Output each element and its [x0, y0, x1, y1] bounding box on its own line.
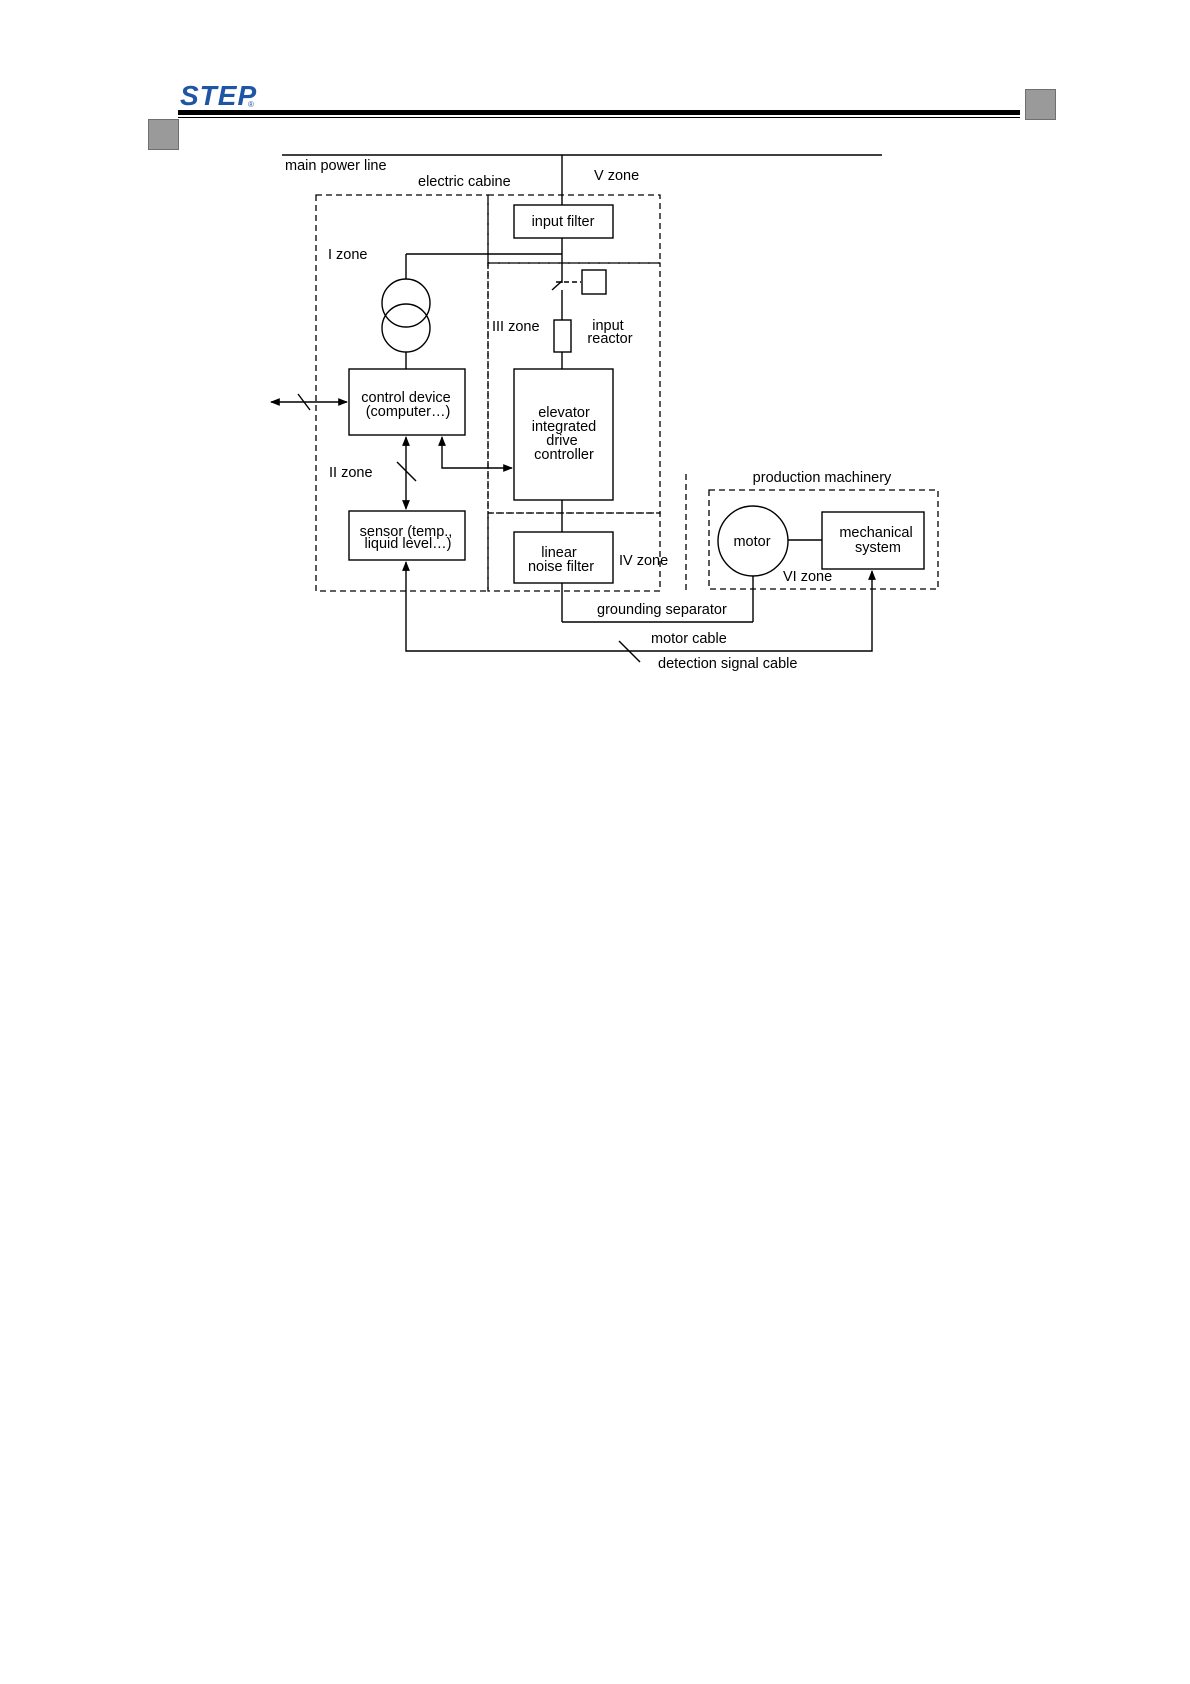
mechanical-system-box	[821, 511, 925, 570]
label-controller-1: elevator	[538, 405, 590, 421]
label-controller-4: controller	[534, 447, 594, 463]
label-mechanical-2: system	[855, 540, 901, 556]
label-zone-ii: II zone	[329, 465, 373, 481]
sensor-box	[348, 510, 466, 561]
label-grounding-separator: grounding separator	[597, 602, 727, 618]
label-controller-3: drive	[546, 433, 577, 449]
corner-marker-left	[148, 119, 179, 150]
controller-box	[513, 368, 614, 501]
external-signal-slash	[297, 393, 311, 411]
zone-iii-boundary	[487, 262, 661, 514]
label-noise-filter-1: linear	[541, 545, 577, 561]
label-zone-v: V zone	[594, 168, 639, 184]
label-sensor-1: sensor (temp.,	[360, 524, 453, 540]
control-sensor-slash	[396, 461, 417, 482]
label-controller-2: integrated	[532, 419, 597, 435]
breaker-actuator-box	[581, 269, 607, 295]
label-input-filter: input filter	[532, 214, 595, 230]
registered-mark: ®	[248, 100, 254, 109]
zone-vi-boundary	[708, 489, 939, 590]
detection-signal-cable-line	[402, 561, 876, 652]
label-input-reactor-2: reactor	[587, 331, 632, 347]
label-motor: motor	[733, 534, 770, 550]
header-rule	[178, 110, 1020, 115]
control-device-box	[348, 368, 466, 436]
step-logo: STEP	[180, 80, 258, 111]
label-main-power-line: main power line	[285, 158, 387, 174]
zone-iv-boundary	[487, 512, 661, 592]
label-zone-vi: VI zone	[783, 569, 832, 585]
transformer-coil-top	[381, 278, 431, 328]
header-rule-thin	[178, 117, 1020, 118]
label-control-device-1: control device	[361, 390, 450, 406]
label-input-reactor-1: input	[592, 318, 623, 334]
label-detection-signal-cable: detection signal cable	[658, 656, 797, 672]
label-zone-iv: IV zone	[619, 553, 668, 569]
input-filter-box	[513, 204, 614, 239]
label-production-machinery: production machinery	[753, 470, 892, 486]
label-noise-filter-2: noise filter	[528, 559, 594, 575]
input-reactor-box	[553, 319, 572, 353]
label-zone-iii: III zone	[492, 319, 540, 335]
control-controller-arrow	[438, 436, 513, 472]
label-sensor-2: liquid level…)	[364, 536, 451, 552]
label-motor-cable: motor cable	[651, 631, 727, 647]
label-mechanical-1: mechanical	[839, 525, 912, 541]
corner-marker-right	[1025, 89, 1056, 120]
label-control-device-2: (computer…)	[366, 404, 451, 420]
label-electric-cabinet: electric cabine	[418, 174, 511, 190]
transformer-coil-bottom	[381, 303, 431, 353]
detection-cable-slash	[618, 640, 641, 663]
label-zone-i: I zone	[328, 247, 368, 263]
zone-boundaries	[315, 194, 939, 594]
